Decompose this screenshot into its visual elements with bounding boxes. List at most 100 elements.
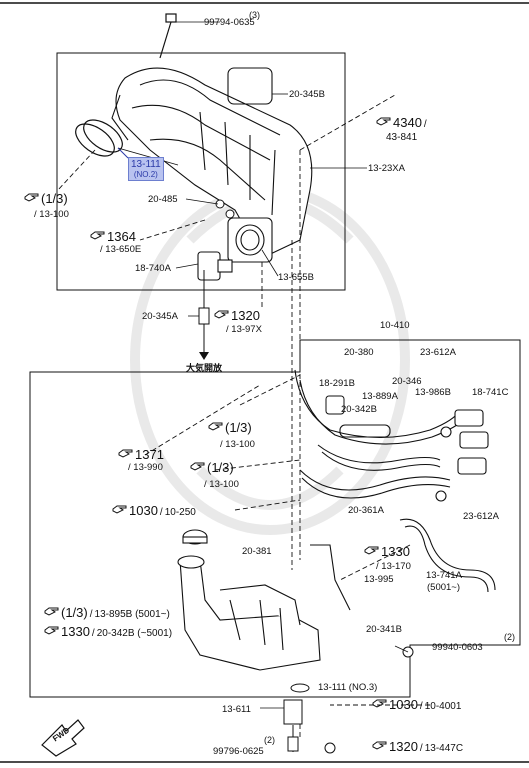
part-20-342b[interactable]: 20-342B — [341, 404, 377, 415]
ref-page: (1/3) — [41, 191, 68, 206]
hand-pointer-icon — [376, 117, 391, 126]
part-20-381[interactable]: 20-381 — [242, 546, 272, 557]
part-20-380[interactable]: 20-380 — [344, 347, 374, 358]
part-99794-0635[interactable]: 99794-0635 — [204, 17, 255, 28]
ref-1330-a[interactable]: 1330 — [364, 545, 410, 559]
front-direction-arrow — [41, 719, 85, 757]
ref-1371[interactable]: 1371 — [118, 448, 164, 462]
part-13-986b[interactable]: 13-986B — [415, 387, 451, 398]
ref-13-100-a[interactable]: (1/3) — [208, 421, 252, 435]
part-18-740a[interactable]: 18-740A — [135, 263, 171, 274]
ref-1320-mid[interactable]: 1320 — [214, 309, 260, 323]
part-20-346[interactable]: 20-346 — [392, 376, 422, 387]
ref-1330-b[interactable]: 1330/20-342B (~5001) — [44, 625, 172, 641]
ref-page: 1364 — [107, 229, 136, 244]
hand-pointer-icon — [372, 699, 387, 708]
ref-page: 4340 — [393, 115, 422, 130]
ref-4340[interactable]: 4340/43-841 — [376, 116, 429, 143]
intake-manifold — [111, 67, 313, 259]
part-99940-0603[interactable]: 99940-0603 — [432, 642, 483, 653]
ref-page: 1320 — [389, 739, 418, 754]
hand-pointer-icon — [208, 422, 223, 431]
part-99796-0625[interactable]: 99796-0625 — [213, 746, 264, 757]
ref-page: (1/3) — [207, 460, 234, 475]
ref-1030-b[interactable]: 1030/10-4001 — [372, 698, 461, 714]
part-20-485[interactable]: 20-485 — [148, 194, 178, 205]
ref-13-895b[interactable]: (1/3)/13-895B (5001~) — [44, 606, 170, 622]
ref-1364-section: / 13-650E — [100, 244, 142, 255]
hand-pointer-icon — [190, 462, 205, 471]
ref-page: 1330 — [381, 544, 410, 559]
ref-page: (1/3) — [225, 420, 252, 435]
highlighted-part-note: (NO.2) — [133, 170, 158, 179]
ref-section: 13-100 — [225, 439, 255, 450]
ref-1030-a[interactable]: 1030/10-250 — [112, 504, 196, 520]
ref-1320-mid-section: / 13-97X — [226, 324, 262, 335]
vacuum-hoses — [294, 369, 496, 611]
highlighted-part-number: 13-111 — [131, 159, 161, 170]
part-13-655b[interactable]: 13-655B — [278, 272, 314, 283]
hand-pointer-icon — [44, 626, 59, 635]
part-13-995[interactable]: 13-995 — [364, 574, 394, 585]
part-20-345a[interactable]: 20-345A — [142, 311, 178, 322]
air-cleaner-assembly — [177, 529, 321, 671]
sensor-18-291b — [325, 395, 345, 415]
part-20-345b[interactable]: 20-345B — [289, 89, 325, 100]
part-13-23xa[interactable]: 13-23XA — [368, 163, 405, 174]
part-20-361a[interactable]: 20-361A — [348, 505, 384, 516]
ref-section: 13-990 — [133, 462, 163, 473]
vent-to-atmosphere-note: 大気開放 — [186, 363, 223, 373]
ref-page: 1330 — [61, 624, 90, 639]
ref-section: 13-650E — [105, 244, 142, 255]
part-13-611[interactable]: 13-611 — [222, 704, 251, 715]
throttle-body — [227, 217, 273, 263]
ref-13-100-b[interactable]: (1/3) — [190, 461, 234, 475]
ref-13-100-b-section: / 13-100 — [204, 479, 239, 490]
part-23-612a-top[interactable]: 23-612A — [420, 347, 456, 358]
ref-page: 1371 — [135, 447, 164, 462]
solenoid-valves-18-741c — [435, 409, 489, 502]
part-13-111-no3[interactable]: 13-111 (NO.3) — [318, 682, 378, 693]
valve-18-740a — [197, 251, 233, 281]
ref-13-100-top-section: / 13-100 — [34, 209, 69, 220]
ref-1320-bottom[interactable]: 1320/13-447C — [372, 740, 463, 756]
ref-1364[interactable]: 1364 — [90, 230, 136, 244]
hand-pointer-icon — [372, 741, 387, 750]
part-13-741a[interactable]: 13-741A — [426, 570, 462, 581]
hand-pointer-icon — [24, 193, 39, 202]
sleeve-20-345a — [198, 307, 210, 325]
qty-99940-0603: (2) — [504, 632, 515, 642]
hand-pointer-icon — [90, 231, 105, 240]
part-23-612a-bottom[interactable]: 23-612A — [463, 511, 499, 522]
ref-section: 10-250 — [164, 507, 196, 518]
intake-group-box — [56, 52, 346, 291]
qty-99794-0635: (3) — [249, 10, 260, 20]
part-20-341b[interactable]: 20-341B — [366, 624, 402, 635]
ref-section: 20-342B (~5001) — [96, 628, 173, 639]
hand-pointer-icon — [118, 449, 133, 458]
ref-page: (1/3) — [61, 605, 88, 620]
part-13-889a[interactable]: 13-889A — [362, 391, 398, 402]
hand-pointer-icon — [44, 607, 59, 616]
part-18-291b[interactable]: 18-291B — [319, 378, 355, 389]
bolt-99794-0635 — [159, 13, 177, 59]
o-ring-13-111 — [75, 119, 123, 157]
hand-pointer-icon — [214, 310, 229, 319]
ref-section: 13-100 — [39, 209, 69, 220]
part-18-741c[interactable]: 18-741C — [472, 387, 509, 398]
ref-section: 43-841 — [386, 132, 418, 143]
qty-99796-0625: (2) — [264, 735, 275, 745]
ref-section: 13-97X — [231, 324, 262, 335]
hand-pointer-icon — [112, 505, 127, 514]
ref-page: 1030 — [389, 697, 418, 712]
ref-1330-a-section: / 13-170 — [376, 561, 411, 572]
hose-group-box — [29, 339, 521, 698]
part-10-410[interactable]: 10-410 — [380, 320, 410, 331]
ref-page: 1320 — [231, 308, 260, 323]
hand-pointer-icon — [364, 546, 379, 555]
part-13-741a-note: (5001~) — [427, 582, 461, 593]
ref-13-100-top[interactable]: (1/3) — [24, 192, 68, 206]
highlighted-part-13-111[interactable]: 13-111 (NO.2) — [128, 157, 164, 181]
ref-section: 13-895B (5001~) — [94, 609, 170, 620]
